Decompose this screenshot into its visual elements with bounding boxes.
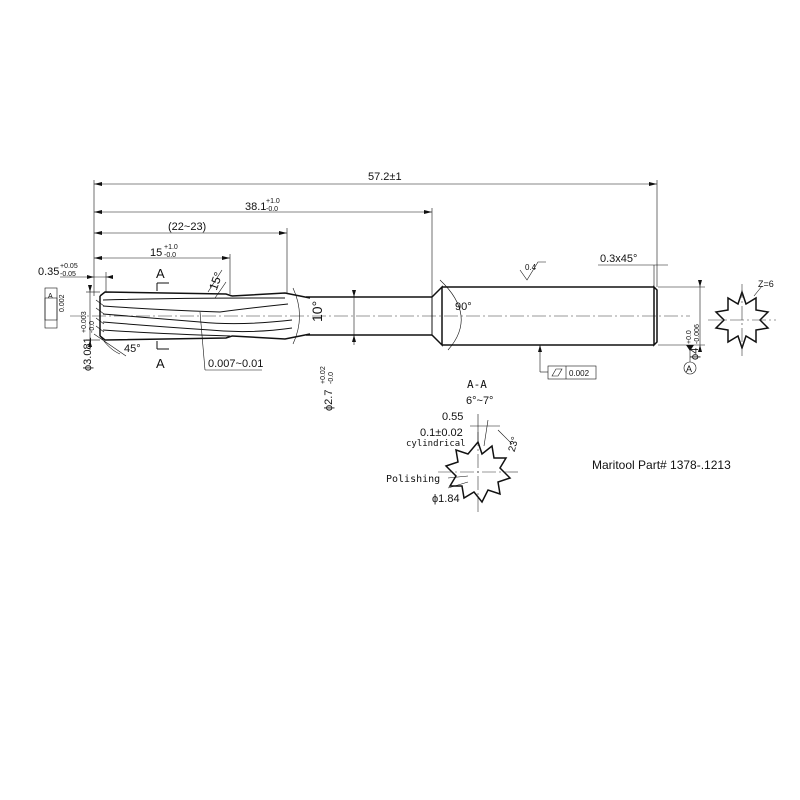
shank-pos-tol-lower: -0.0 (266, 206, 278, 213)
core-dia-text: ϕ1.84 (432, 493, 460, 505)
neck-dia-text: ϕ2.7 (323, 390, 335, 411)
datum-text: A (686, 364, 692, 374)
flutes-text: Z=6 (758, 279, 774, 289)
shank-dia-tol-lower: -0.006 (694, 324, 701, 344)
end-chamfer-text: 0.3x45° (600, 253, 637, 265)
cut-length-tol-upper: +1.0 (164, 244, 178, 251)
dimension-text: 57.2±1 38.1 +1.0 -0.0 (22~23) 15 +1.0 -0… (38, 171, 774, 505)
gdt-frames (44, 287, 597, 380)
back-taper-text: 0.007~0.01 (208, 358, 263, 370)
cylindricity-text: 0.002 (569, 369, 590, 378)
overall-length-text: 57.2±1 (368, 171, 402, 183)
polishing-text: Polishing (386, 474, 440, 485)
margin-text: 0.1±0.02 (420, 427, 463, 439)
dimension-lines (60, 180, 705, 375)
cutting-dia-tol-upper: +0.003 (81, 311, 88, 333)
relief-angle-text: 6°~7° (466, 395, 493, 407)
taper-angle-text: 10° (309, 301, 325, 322)
tool-body (70, 285, 690, 347)
runout-datum-text: A (48, 293, 53, 300)
rake-angle-text: 23° (507, 436, 522, 453)
margin-note-text: cylindrical (406, 439, 466, 449)
chamfer-tip-tol-upper: +0.05 (60, 263, 78, 270)
surface-finish-text: 0.4 (525, 263, 537, 272)
shank-angle-text: 90° (455, 301, 472, 313)
neck-dia-tol-lower: -0.0 (328, 372, 335, 384)
cutting-dia-tol-lower: -0.0 (89, 321, 96, 333)
lead-angle-text: 45° (124, 343, 141, 355)
cut-length-tol-lower: -0.0 (164, 252, 176, 259)
cut-length-text: 15 (150, 247, 162, 259)
section-title: A-A (467, 378, 487, 391)
shank-pos-text: 38.1 (245, 201, 266, 213)
section-mark-bottom: A (156, 356, 165, 371)
flute-length-text: (22~23) (168, 221, 206, 233)
helix-angle-text: 15° (206, 270, 225, 292)
neck-dia-tol-upper: +0.02 (320, 366, 327, 384)
shank-pos-tol-upper: +1.0 (266, 198, 280, 205)
chamfer-tip-tol-lower: -0.05 (60, 271, 76, 278)
section-mark-top: A (156, 266, 165, 281)
chamfer-tip-text: 0.35 (38, 266, 59, 278)
land-width-text: 0.55 (442, 411, 463, 423)
shank-dia-text: ϕ4 (689, 348, 701, 360)
shank-dia-tol-upper: +0.0 (686, 330, 693, 344)
cutting-dia-text: ϕ3.081 (82, 337, 94, 371)
runout-value-text: 0.002 (59, 294, 66, 312)
section-view (438, 414, 518, 512)
end-view (708, 284, 776, 356)
part-number: Maritool Part# 1378-.1213 (592, 458, 731, 472)
